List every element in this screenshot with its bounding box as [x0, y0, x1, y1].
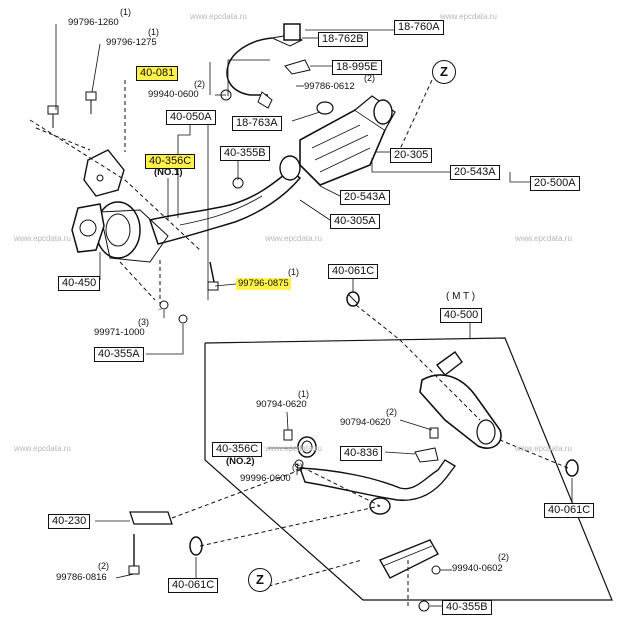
- part-label-40-836[interactable]: 40-836: [340, 446, 383, 461]
- part-label-99796-1275[interactable]: 99796-1275: [106, 37, 157, 48]
- part-label-18-762B[interactable]: 18-762B: [318, 32, 368, 47]
- qty-label: (1): [148, 27, 159, 37]
- part-label-40-356C-top[interactable]: 40-356C: [145, 154, 196, 169]
- clamp-number-note: (NO.2): [226, 456, 255, 467]
- front-pipe: [149, 169, 302, 245]
- part-label-99786-0816[interactable]: 99786-0816: [56, 572, 107, 583]
- part-label-18-995E[interactable]: 18-995E: [332, 60, 382, 75]
- section-marker-z[interactable]: Z: [248, 568, 272, 592]
- support-bracket: [83, 149, 125, 197]
- part-label-99786-0612[interactable]: 99786-0612: [304, 81, 355, 92]
- qty-label: (1): [288, 267, 299, 277]
- gasket-20-305: [373, 99, 393, 125]
- part-label-99996-0600[interactable]: 99996-0600: [240, 473, 291, 484]
- part-label-99971-1000[interactable]: 99971-1000: [94, 327, 145, 338]
- part-label-20-305[interactable]: 20-305: [390, 148, 433, 163]
- bolt-99796-1275: [85, 91, 97, 114]
- part-label-99796-1260[interactable]: 99796-1260: [68, 17, 119, 28]
- part-label-40-500[interactable]: 40-500: [440, 308, 483, 323]
- tail-pipe: [435, 351, 463, 376]
- sensor-connector: [283, 23, 301, 41]
- sensor-bracket: [284, 59, 311, 75]
- part-label-20-543A-bottom[interactable]: 20-543A: [340, 190, 390, 205]
- watermark: www.epcdata.ru: [265, 444, 322, 453]
- watermark: www.epcdata.ru: [515, 444, 572, 453]
- qty-label: (2): [194, 79, 205, 89]
- bracket-40-230: [129, 511, 173, 525]
- qty-label: (1): [298, 389, 309, 399]
- watermark: www.epcdata.ru: [14, 444, 71, 453]
- part-label-99940-0600[interactable]: 99940-0600: [148, 89, 199, 100]
- part-label-40-061C-right[interactable]: 40-061C: [544, 503, 595, 518]
- qty-label: (2): [498, 552, 509, 562]
- part-label-40-355A[interactable]: 40-355A: [94, 347, 144, 362]
- watermark: www.epcdata.ru: [440, 12, 497, 21]
- nut-40-355B-bottom: [418, 600, 430, 612]
- clamp-number-note: (NO.1): [154, 167, 183, 178]
- part-label-20-500A[interactable]: 20-500A: [530, 176, 580, 191]
- bolt-90794-0620-b: [429, 427, 439, 439]
- hanger-40-061C-right: [565, 459, 579, 477]
- part-label-40-081[interactable]: 40-081: [136, 66, 179, 81]
- part-label-40-230[interactable]: 40-230: [48, 514, 91, 529]
- muffler-heat-shield: [379, 539, 439, 579]
- bolt-90794-0620-a: [283, 429, 293, 441]
- part-label-40-450[interactable]: 40-450: [58, 276, 101, 291]
- watermark: www.epcdata.ru: [190, 12, 247, 21]
- part-label-40-355B-top[interactable]: 40-355B: [220, 146, 270, 161]
- qty-label: (2): [386, 407, 397, 417]
- part-label-90794-0620-a[interactable]: 90794-0620: [256, 399, 307, 410]
- center-pipe: [298, 459, 457, 501]
- part-label-18-763A[interactable]: 18-763A: [232, 116, 282, 131]
- gasket-40-450: [71, 203, 105, 253]
- part-label-40-355B-bottom[interactable]: 40-355B: [442, 600, 492, 615]
- mt-note: ( M T ): [446, 291, 476, 302]
- washer-99971-1000: [159, 300, 169, 310]
- part-label-40-356C-bottom[interactable]: 40-356C: [212, 442, 263, 457]
- bolt-99796-1260: [47, 105, 59, 128]
- nut-99940-0602: [431, 565, 441, 575]
- part-label-90794-0620-b[interactable]: 90794-0620: [340, 417, 391, 428]
- part-label-99796-0875[interactable]: 99796-0875: [236, 278, 291, 290]
- watermark: www.epcdata.ru: [265, 234, 322, 243]
- hanger-40-061C-top: [346, 291, 360, 307]
- part-label-40-061C-top[interactable]: 40-061C: [328, 264, 379, 279]
- nut-40-355A: [178, 314, 188, 324]
- bolt-99786-0816: [128, 534, 140, 575]
- part-label-99940-0602[interactable]: 99940-0602: [452, 563, 503, 574]
- section-marker-z[interactable]: Z: [432, 60, 456, 84]
- qty-label: (1): [292, 462, 303, 472]
- qty-label: (3): [138, 317, 149, 327]
- sensor-wire: [226, 37, 273, 96]
- qty-label: (2): [364, 73, 375, 83]
- part-label-40-050A[interactable]: 40-050A: [166, 110, 216, 125]
- part-label-18-760A[interactable]: 18-760A: [394, 20, 444, 35]
- part-label-40-061C-bottom[interactable]: 40-061C: [168, 578, 219, 593]
- clamp-40-356C-bottom: [297, 436, 317, 458]
- part-label-20-543A-right[interactable]: 20-543A: [450, 165, 500, 180]
- watermark: www.epcdata.ru: [14, 234, 71, 243]
- watermark: www.epcdata.ru: [515, 234, 572, 243]
- qty-label: (2): [98, 561, 109, 571]
- bracket-40-836: [414, 447, 439, 463]
- part-label-40-305A[interactable]: 40-305A: [330, 214, 380, 229]
- qty-label: (1): [120, 7, 131, 17]
